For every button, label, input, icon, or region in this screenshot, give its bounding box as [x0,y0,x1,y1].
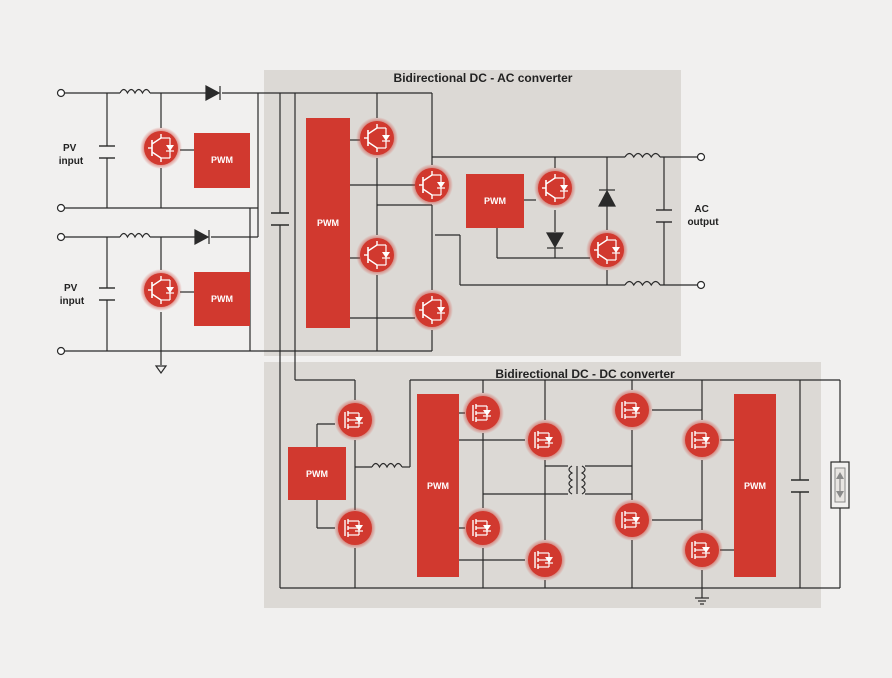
igbt-transistor-icon [355,233,399,277]
terminals [56,88,706,356]
svg-text:PWM: PWM [744,481,766,491]
battery-icon [830,461,850,509]
igbt-transistor-icon [139,126,183,170]
pwm-block: PWM [306,118,350,328]
pwm-block: PWM [194,133,250,188]
igbt-transistor-icon [533,166,577,210]
svg-text:PWM: PWM [211,294,233,304]
inductors [119,88,661,469]
pwm-block: PWM [417,394,459,577]
mosfet-icon [680,528,724,572]
svg-text:PWM: PWM [484,196,506,206]
svg-text:PWM: PWM [427,481,449,491]
mosfet-icon [333,506,377,550]
pwm-block: PWM [734,394,776,577]
pv-input-label-top: PV input [59,143,84,167]
dc-dc-converter-title: Bidirectional DC - DC converter [495,367,675,381]
wiring [65,92,841,598]
igbt-transistor-icon [585,228,629,272]
mosfet-icon [523,538,567,582]
ground-symbols [154,365,709,605]
svg-text:PWM: PWM [211,155,233,165]
igbt-transistor-icon [355,116,399,160]
mosfet-icon [461,391,505,435]
pv-input-label-bottom: PV input [60,283,85,307]
svg-text:PWM: PWM [317,218,339,228]
mosfet-icon [610,498,654,542]
mosfet-icon [461,506,505,550]
ac-output-label: AC output [687,204,719,228]
mosfet-icon [523,418,567,462]
dc-ac-converter-title: Bidirectional DC - AC converter [394,71,573,85]
svg-text:PWM: PWM [306,469,328,479]
pwm-block: PWM [466,174,524,228]
diodes [194,84,616,249]
mosfet-icon [680,418,724,462]
pwm-block: PWM [288,447,346,500]
transformer [568,465,586,495]
pwm-block: PWM [194,272,250,326]
igbt-transistor-icon [139,268,183,312]
igbt-transistor-icon [410,288,454,332]
mosfet-icon [610,388,654,432]
mosfet-icon [333,398,377,442]
capacitors [99,145,809,493]
igbt-transistor-icon [410,163,454,207]
